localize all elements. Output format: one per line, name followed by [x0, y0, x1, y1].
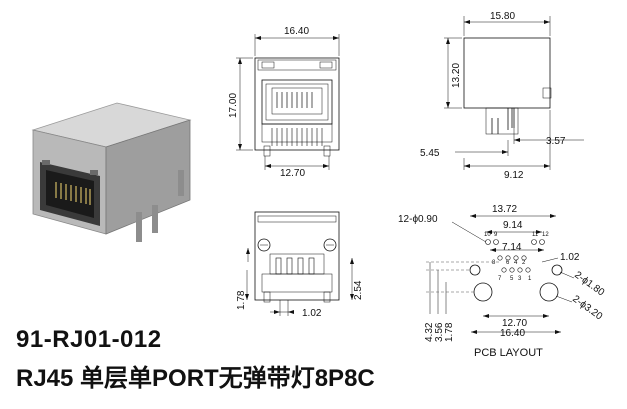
pcb-pin-8: 8	[492, 260, 496, 266]
pcb-span-signal-dim: 9.14	[503, 220, 523, 231]
pcb-span-posts-dim: 7.14	[502, 242, 522, 253]
part-description: RJ45 单层单PORT无弹带灯8P8C	[16, 365, 375, 392]
side-view: 15.80 13.20 5.45 3.57 9.12	[420, 11, 584, 181]
pcb-pin-9: 9	[494, 232, 498, 238]
bottom-post-height-dim: 1.78	[236, 290, 247, 310]
pcb-pin-10: 10	[484, 232, 491, 238]
pcb-row-offset-1-dim: 4.32	[424, 322, 435, 342]
bottom-pitch-dim: 1.02	[302, 308, 322, 319]
product-photo	[31, 102, 192, 242]
pcb-span-total-dim: 13.72	[492, 204, 517, 215]
side-height-dim: 13.20	[451, 63, 462, 88]
side-offset-left-dim: 5.45	[420, 148, 440, 159]
pcb-row-offset-2-dim: 3.56	[434, 322, 445, 342]
pcb-hole-small-label: 12-ϕ0.90	[398, 214, 438, 225]
pcb-pin-11: 11	[532, 232, 539, 238]
front-pinspan-dim: 12.70	[280, 168, 305, 179]
pcb-layout: 13.72 9.14 7.14 12-ϕ0.90 10 9 11 12 8 6 …	[398, 204, 607, 359]
pcb-pin-5: 5	[510, 276, 514, 282]
pcb-pin-7: 7	[498, 276, 502, 282]
side-depth-dim: 15.80	[490, 11, 515, 22]
side-offset-right-dim: 3.57	[546, 136, 566, 147]
front-width-dim: 16.40	[284, 26, 309, 37]
pcb-row-offset-3-dim: 1.78	[444, 322, 455, 342]
pcb-layout-label: PCB LAYOUT	[474, 347, 543, 359]
bottom-lead-height-dim: 2.54	[353, 280, 364, 300]
pcb-pitch-dim: 1.02	[560, 252, 580, 263]
pcb-pin-2: 2	[522, 260, 526, 266]
pcb-pin-3: 3	[518, 276, 522, 282]
side-base-dim: 9.12	[504, 170, 524, 181]
pcb-pin-6: 6	[506, 260, 510, 266]
pcb-pin-12: 12	[542, 232, 549, 238]
bottom-view: 1.78 2.54 1.02	[236, 211, 364, 319]
pcb-pin-4: 4	[514, 260, 518, 266]
front-height-dim: 17.00	[228, 93, 239, 118]
pcb-outer-span-dim: 16.40	[500, 328, 525, 339]
pcb-pin-1: 1	[528, 276, 532, 282]
pcb-post-span-dim: 12.70	[502, 318, 527, 329]
front-view: 16.40 17.00 12.70	[228, 26, 340, 179]
part-number: 91-RJ01-012	[16, 326, 162, 353]
